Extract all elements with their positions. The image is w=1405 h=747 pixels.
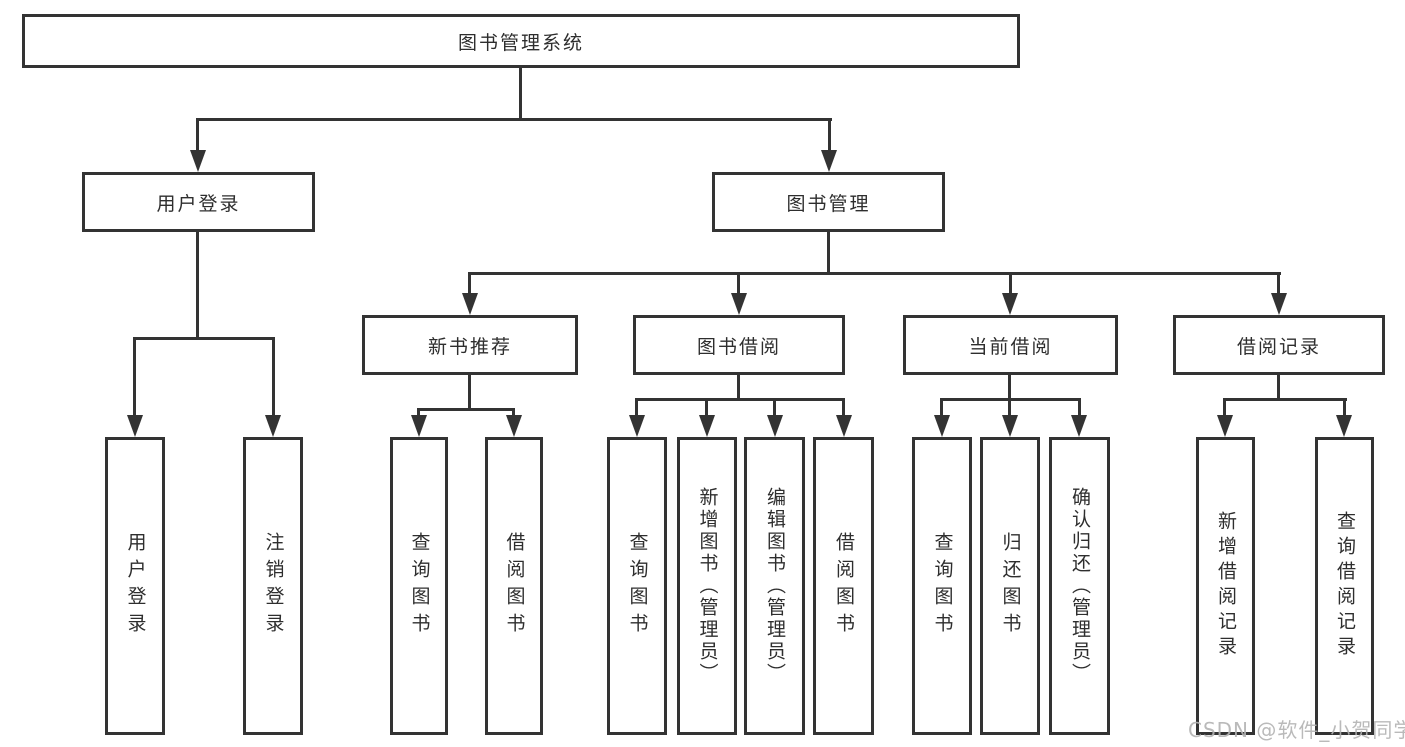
node-add-book-admin-label: 新增图书（管理员） [696, 487, 719, 685]
node-root-label: 图书管理系统 [457, 31, 584, 54]
connector-line [468, 375, 471, 410]
node-add-book-admin: 新增图书（管理员） [677, 437, 737, 735]
node-borrow-records: 借阅记录 [1173, 315, 1385, 375]
connector-line [196, 118, 199, 154]
node-borrow-records-label: 借阅记录 [1236, 335, 1321, 358]
node-edit-book-admin: 编辑图书（管理员） [744, 437, 805, 735]
connector-line [828, 118, 831, 154]
arrow-down-icon [1071, 415, 1087, 437]
node-user-login-label: 用户登录 [156, 192, 241, 215]
node-root: 图书管理系统 [22, 14, 1020, 68]
arrow-down-icon [411, 415, 427, 437]
connector-line [417, 408, 420, 420]
connector-line [827, 232, 830, 274]
arrow-down-icon [699, 415, 715, 437]
arrow-down-icon [836, 415, 852, 437]
connector-line [519, 68, 522, 120]
connector-line [133, 337, 136, 419]
connector-line [468, 272, 1281, 275]
connector-line [737, 375, 740, 400]
connector-line [1078, 398, 1081, 420]
node-query-borrow-record-label: 查询借阅记录 [1334, 511, 1356, 661]
node-add-borrow-record: 新增借阅记录 [1196, 437, 1255, 735]
node-borrow-book: 借阅图书 [813, 437, 874, 735]
node-login: 用户登录 [105, 437, 165, 735]
arrow-down-icon [731, 293, 747, 315]
node-new-book-recommend: 新书推荐 [362, 315, 578, 375]
node-confirm-return-admin: 确认归还（管理员） [1049, 437, 1110, 735]
node-logout: 注销登录 [243, 437, 303, 735]
node-return-book: 归还图书 [980, 437, 1040, 735]
node-borrow-book-label: 借阅图书 [833, 532, 855, 640]
node-current-borrow-label: 当前借阅 [968, 335, 1053, 358]
node-login-label: 用户登录 [124, 532, 147, 640]
arrow-down-icon [1217, 415, 1233, 437]
connector-line [196, 232, 199, 339]
connector-line [842, 398, 845, 420]
arrow-down-icon [190, 150, 206, 172]
node-new-book-recommend-label: 新书推荐 [427, 335, 512, 358]
connector-line [1277, 272, 1280, 298]
connector-line [512, 408, 515, 420]
connector-line [1223, 398, 1347, 401]
connector-line [705, 398, 708, 420]
node-query-book-current: 查询图书 [912, 437, 972, 735]
arrow-down-icon [462, 293, 478, 315]
connector-line [196, 118, 832, 121]
node-user-login: 用户登录 [82, 172, 315, 232]
node-borrow-book-recommend-label: 借阅图书 [503, 532, 526, 640]
connector-line [272, 337, 275, 419]
node-logout-label: 注销登录 [262, 532, 285, 640]
node-query-book-borrow: 查询图书 [607, 437, 667, 735]
arrow-down-icon [1336, 415, 1352, 437]
node-add-borrow-record-label: 新增借阅记录 [1215, 511, 1237, 661]
arrow-down-icon [506, 415, 522, 437]
node-edit-book-admin-label: 编辑图书（管理员） [764, 487, 786, 685]
connector-line [1343, 398, 1346, 420]
connector-line [737, 272, 740, 298]
node-query-borrow-record: 查询借阅记录 [1315, 437, 1374, 735]
node-query-book-current-label: 查询图书 [931, 532, 954, 640]
connector-line [1223, 398, 1226, 420]
node-confirm-return-admin-label: 确认归还（管理员） [1069, 487, 1091, 685]
connector-line [1008, 398, 1011, 420]
connector-line [1009, 272, 1012, 298]
arrow-down-icon [821, 150, 837, 172]
node-book-management-label: 图书管理 [786, 192, 871, 215]
arrow-down-icon [1002, 415, 1018, 437]
arrow-down-icon [767, 415, 783, 437]
node-query-book-recommend-label: 查询图书 [408, 532, 431, 640]
connector-line [417, 408, 515, 411]
connector-line [1277, 375, 1280, 400]
node-current-borrow: 当前借阅 [903, 315, 1118, 375]
connector-line [468, 272, 471, 298]
connector-line [773, 398, 776, 420]
connector-line [635, 398, 638, 420]
arrow-down-icon [629, 415, 645, 437]
node-query-book-borrow-label: 查询图书 [626, 532, 649, 640]
arrow-down-icon [1002, 293, 1018, 315]
node-borrow-book-recommend: 借阅图书 [485, 437, 543, 735]
connector-line [1008, 375, 1011, 400]
node-query-book-recommend: 查询图书 [390, 437, 448, 735]
arrow-down-icon [265, 415, 281, 437]
connector-line [940, 398, 943, 420]
arrow-down-icon [934, 415, 950, 437]
watermark: CSDN @软件_小贺同学 [1188, 718, 1405, 742]
arrow-down-icon [127, 415, 143, 437]
node-book-borrow: 图书借阅 [633, 315, 845, 375]
node-book-management: 图书管理 [712, 172, 945, 232]
connector-line [635, 398, 845, 401]
connector-line [133, 337, 275, 340]
node-book-borrow-label: 图书借阅 [696, 335, 781, 358]
arrow-down-icon [1271, 293, 1287, 315]
node-return-book-label: 归还图书 [999, 532, 1022, 640]
